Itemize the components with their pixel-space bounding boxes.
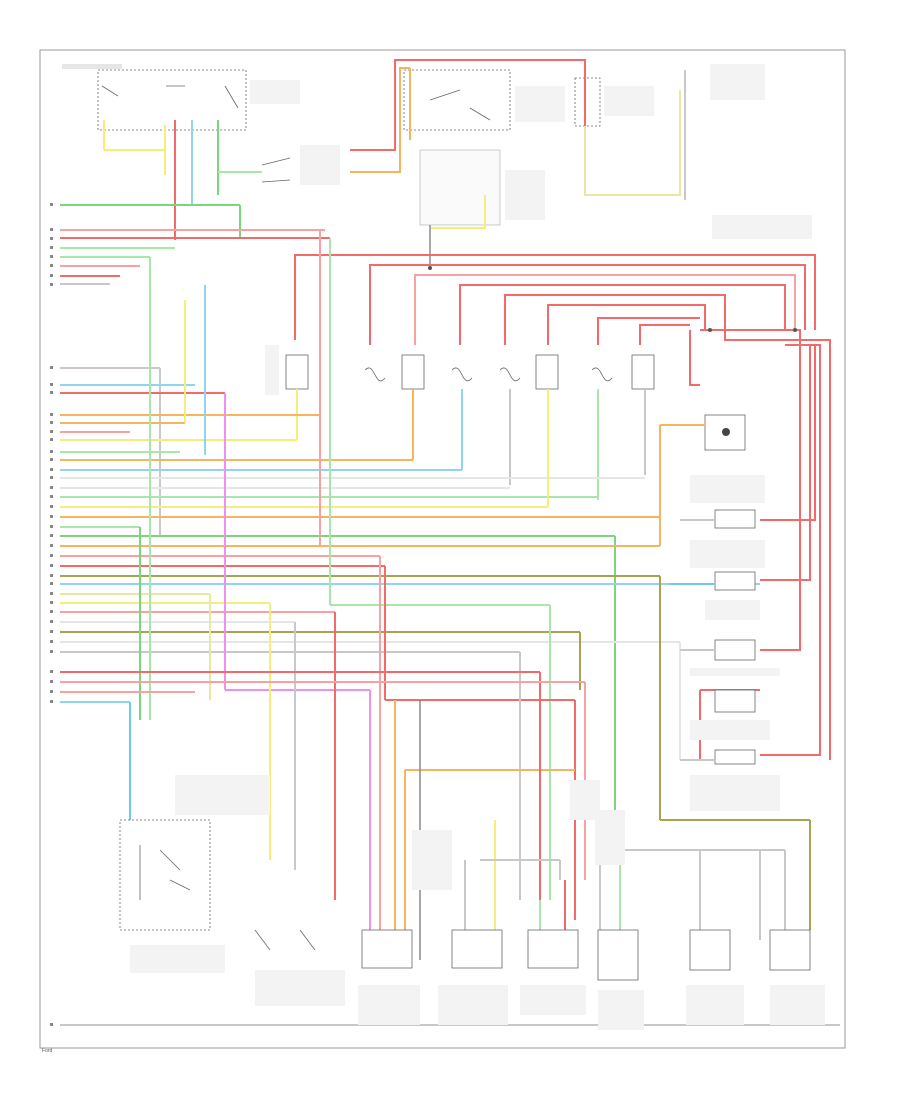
wire <box>350 67 410 173</box>
solenoid-row <box>265 345 655 395</box>
brake-switch <box>261 145 340 185</box>
left-harness-upper <box>60 204 330 285</box>
ignition-switch-block <box>62 64 300 131</box>
pin-numbers <box>50 203 53 1026</box>
harness-drops <box>139 230 811 960</box>
power-feed-bus <box>294 254 831 760</box>
wire <box>584 90 681 196</box>
right-component-stack <box>690 414 780 811</box>
power-relay-block <box>403 69 654 226</box>
bottom-components <box>119 775 825 1030</box>
left-harness-main <box>60 367 760 820</box>
diagram-frame <box>39 49 846 1049</box>
wire <box>350 59 586 180</box>
footer-code: Ford <box>42 1048 53 1054</box>
wire <box>430 195 486 229</box>
